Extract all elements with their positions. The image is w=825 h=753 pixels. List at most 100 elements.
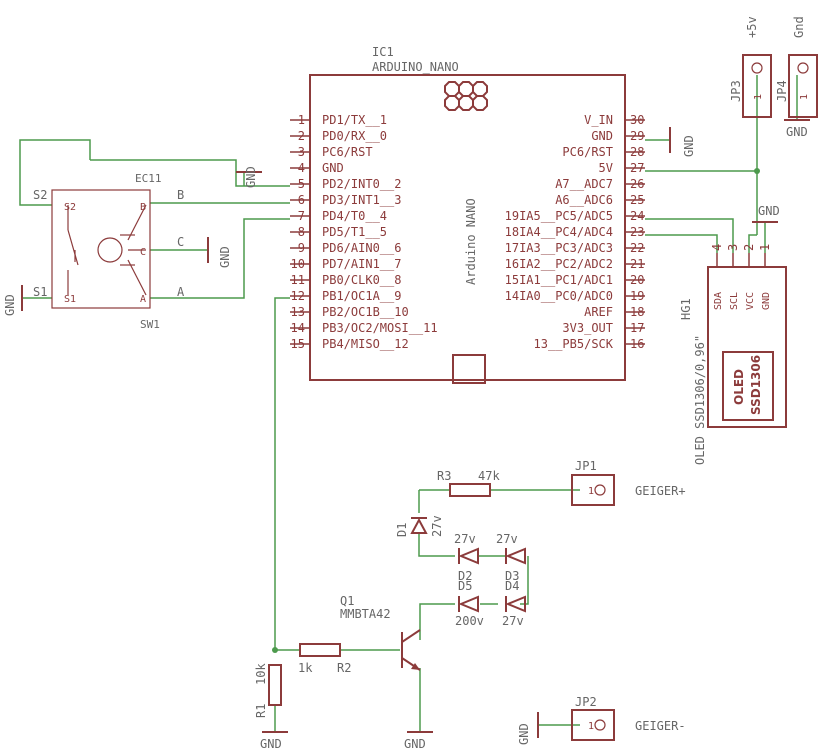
- r1-resistor[interactable]: 10k R1: [254, 663, 282, 718]
- ic1-pin-number: 2: [298, 129, 305, 143]
- hg1-pin-name: GND: [761, 292, 772, 310]
- hg1-inner-line2: SSD1306: [749, 355, 763, 415]
- q1-transistor[interactable]: Q1 MMBTA42: [340, 594, 421, 671]
- r2-resistor[interactable]: 1k R2: [298, 643, 351, 675]
- jp4-connector[interactable]: 1 JP4 Gnd: [775, 16, 818, 118]
- ic1-pin-number: 7: [298, 209, 305, 223]
- jp2-pad-icon: [594, 719, 606, 731]
- sw1-pin-b: B: [140, 202, 146, 213]
- ic1-pin-number: 13: [291, 305, 305, 319]
- ic1-pin-name: PB0/CLK0__8: [322, 273, 401, 287]
- ic1-pin-number: 30: [630, 113, 644, 127]
- ic1-pin-name: V_IN: [584, 113, 613, 127]
- ic1-value: ARDUINO_NANO: [372, 60, 459, 74]
- ic1-body-text: Arduino NANO: [464, 198, 478, 285]
- ic1-pin-name: PB4/MISO__12: [322, 337, 409, 351]
- sw1-ref: SW1: [140, 318, 160, 331]
- ic1-pin-name: GND: [591, 129, 613, 143]
- ic1-pin-number: 27: [630, 161, 644, 175]
- sw1-net-b: B: [177, 188, 184, 202]
- jp4-body: [788, 54, 818, 118]
- d5-ref: D5: [458, 579, 472, 593]
- d3-diode[interactable]: 27v D3: [496, 532, 526, 583]
- jp2-label: GEIGER-: [635, 719, 686, 733]
- ic1-pin-name: A7__ADC7: [555, 177, 613, 191]
- ic1-pin-number: 21: [630, 257, 644, 271]
- hg1-pin-number: 3: [726, 244, 740, 251]
- ic1-pin-number: 23: [630, 225, 644, 239]
- gnd-label: GND: [682, 135, 696, 157]
- r2-value: 1k: [298, 661, 313, 675]
- r3-resistor[interactable]: R3 47k: [437, 469, 500, 497]
- gnd-label: GND: [786, 125, 808, 139]
- jp1-connector[interactable]: 1 JP1 GEIGER+: [571, 459, 686, 506]
- jp3-net: +5v: [745, 16, 759, 38]
- ic1-pin-number: 5: [298, 177, 305, 191]
- sw1-rotary-encoder[interactable]: EC11 SW1 S2 B C S1 A S2 B C S1 A: [33, 172, 185, 331]
- ic1-pin-name: PB2/OC1B__10: [322, 305, 409, 319]
- ic1-pin-name: PB3/OC2/MOSI__11: [322, 321, 438, 335]
- gnd-symbols: GND GND GND GND GND GND GND GND GND: [3, 75, 810, 751]
- ic1-pin-number: 4: [298, 161, 305, 175]
- ic1-ref: IC1: [372, 45, 394, 59]
- ic1-pin-name: 16IA2__PC2/ADC2: [505, 257, 613, 271]
- ic1-pin-name: 19IA5__PC5/ADC5: [505, 209, 613, 223]
- d1-ref: D1: [395, 523, 409, 537]
- ic1-pin-number: 12: [291, 289, 305, 303]
- sw1-pin-a: A: [140, 294, 146, 305]
- jp1-ref: JP1: [575, 459, 597, 473]
- ic1-pin-name: PD4/T0__4: [322, 209, 387, 223]
- ic1-pin-name: PD5/T1__5: [322, 225, 387, 239]
- ic1-pin-name: PB1/OC1A__9: [322, 289, 401, 303]
- ic1-pin-number: 16: [630, 337, 644, 351]
- q1-collector: [401, 629, 421, 643]
- hg1-pin-name: SCL: [729, 292, 740, 310]
- r3-value: 47k: [478, 469, 500, 483]
- ic1-pin-name: PD2/INT0__2: [322, 177, 401, 191]
- d3-ref: D3: [505, 569, 519, 583]
- d2-icon: [458, 547, 479, 565]
- sw1-name: EC11: [135, 172, 162, 185]
- r3-ref: R3: [437, 469, 451, 483]
- ic1-pin-name: 15IA1__PC1/ADC1: [505, 273, 613, 287]
- hg1-value: OLED SSD1306/0,96": [693, 335, 707, 465]
- r1-body: [268, 664, 282, 706]
- ic1-pin-name: PC6/RST: [562, 145, 613, 159]
- ic1-pin-number: 8: [298, 225, 305, 239]
- hg1-pin-number: 1: [758, 244, 772, 251]
- d1-icon: [410, 517, 428, 534]
- jp3-connector[interactable]: 1 JP3 +5v: [729, 16, 772, 118]
- ic1-pin-number: 6: [298, 193, 305, 207]
- jp2-body: [571, 709, 615, 741]
- d3-value: 27v: [496, 532, 518, 546]
- hg1-oled-display[interactable]: OLED SSD1306 HG1 OLED SSD1306/0,96" 4SDA…: [679, 244, 787, 465]
- hg1-pin-number: 4: [710, 244, 724, 251]
- d4-icon: [505, 595, 526, 613]
- r2-body: [299, 643, 341, 657]
- ic1-pin-name: PC6/RST: [322, 145, 373, 159]
- jp1-pad-icon: [594, 484, 606, 496]
- d1-value: 27v: [430, 515, 444, 537]
- sw1-pin-c: C: [140, 247, 146, 258]
- d4-diode[interactable]: D4 27v: [502, 579, 526, 628]
- d2-diode[interactable]: 27v D2: [454, 532, 479, 583]
- ic1-pin-number: 20: [630, 273, 644, 287]
- jp2-connector[interactable]: 1 JP2 GEIGER-: [571, 695, 686, 741]
- d5-diode[interactable]: D5 200v: [455, 579, 484, 628]
- ic1-pin-name: PD1/TX__1: [322, 113, 387, 127]
- sw1-body: [51, 189, 151, 309]
- ic1-pin-name: 14IA0__PC0/ADC0: [505, 289, 613, 303]
- ic1-pin-number: 28: [630, 145, 644, 159]
- ic1-pin-name: A6__ADC6: [555, 193, 613, 207]
- ic1-pin-number: 3: [298, 145, 305, 159]
- junction-dot: [754, 168, 760, 174]
- hg1-pin-name: SDA: [713, 292, 724, 310]
- hg1-inner-line1: OLED: [732, 369, 746, 405]
- d1-diode[interactable]: D1 27v: [395, 515, 444, 537]
- hg1-pin-number: 2: [742, 244, 756, 251]
- ic1-pin-name: 17IA3__PC3/ADC3: [505, 241, 613, 255]
- d2-value: 27v: [454, 532, 476, 546]
